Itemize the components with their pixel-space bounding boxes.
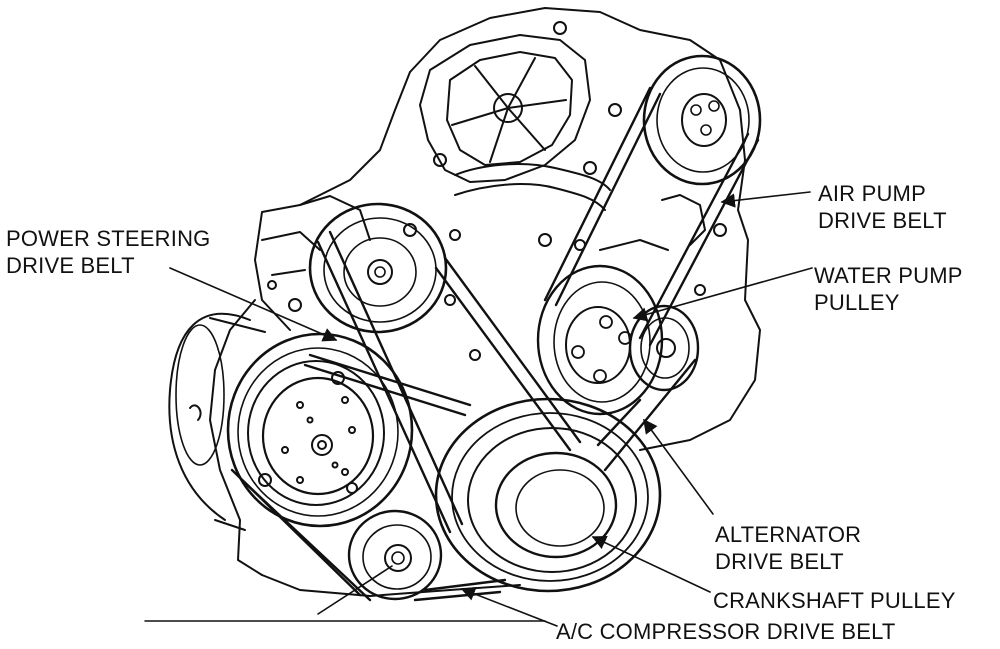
label-ac-compressor-drive-belt: A/C COMPRESSOR DRIVE BELT xyxy=(556,618,896,645)
label-water-pump-line2: PULLEY xyxy=(814,290,900,315)
ac-compressor-body xyxy=(168,312,414,531)
crankshaft-pulley-arrow xyxy=(591,535,711,593)
label-power-steering-line2: DRIVE BELT xyxy=(6,253,135,278)
label-alternator-line1: ALTERNATOR xyxy=(715,522,862,547)
ac-compressor-belt-arrow xyxy=(460,586,558,627)
label-water-pump-line1: WATER PUMP xyxy=(814,263,963,288)
engine-block-outline xyxy=(209,7,761,597)
label-air-pump-line1: AIR PUMP xyxy=(818,181,926,206)
air-pump-belt-arrow xyxy=(720,191,811,208)
lower-small-pulley xyxy=(347,509,443,601)
ac-compressor-belt xyxy=(230,353,507,602)
air-pump-belt xyxy=(543,86,760,347)
label-alternator-line2: DRIVE BELT xyxy=(715,549,844,574)
label-crankshaft-line1: CRANKSHAFT PULLEY xyxy=(713,588,956,613)
alternator-belt xyxy=(596,358,697,472)
label-ac-compressor-line1: A/C COMPRESSOR DRIVE BELT xyxy=(556,619,896,644)
power-steering-belt xyxy=(316,230,582,534)
label-power-steering-drive-belt: POWER STEERING DRIVE BELT xyxy=(6,225,211,279)
label-air-pump-line2: DRIVE BELT xyxy=(818,208,947,233)
label-crankshaft-pulley: CRANKSHAFT PULLEY xyxy=(713,587,956,614)
crankshaft-pulley xyxy=(434,397,662,593)
leader-lines xyxy=(169,191,813,627)
label-power-steering-line1: POWER STEERING xyxy=(6,226,211,251)
lower-pulley-leader xyxy=(317,565,393,615)
water-pump-pulley xyxy=(536,264,664,416)
label-water-pump-pulley: WATER PUMP PULLEY xyxy=(814,262,963,316)
power-steering-belt-arrow xyxy=(169,267,338,342)
alternator-belt-arrow xyxy=(643,418,714,515)
water-pump-pulley-arrow xyxy=(632,267,813,322)
air-pump-pulley xyxy=(642,54,762,186)
label-air-pump-drive-belt: AIR PUMP DRIVE BELT xyxy=(818,180,947,234)
label-alternator-drive-belt: ALTERNATOR DRIVE BELT xyxy=(715,521,861,575)
